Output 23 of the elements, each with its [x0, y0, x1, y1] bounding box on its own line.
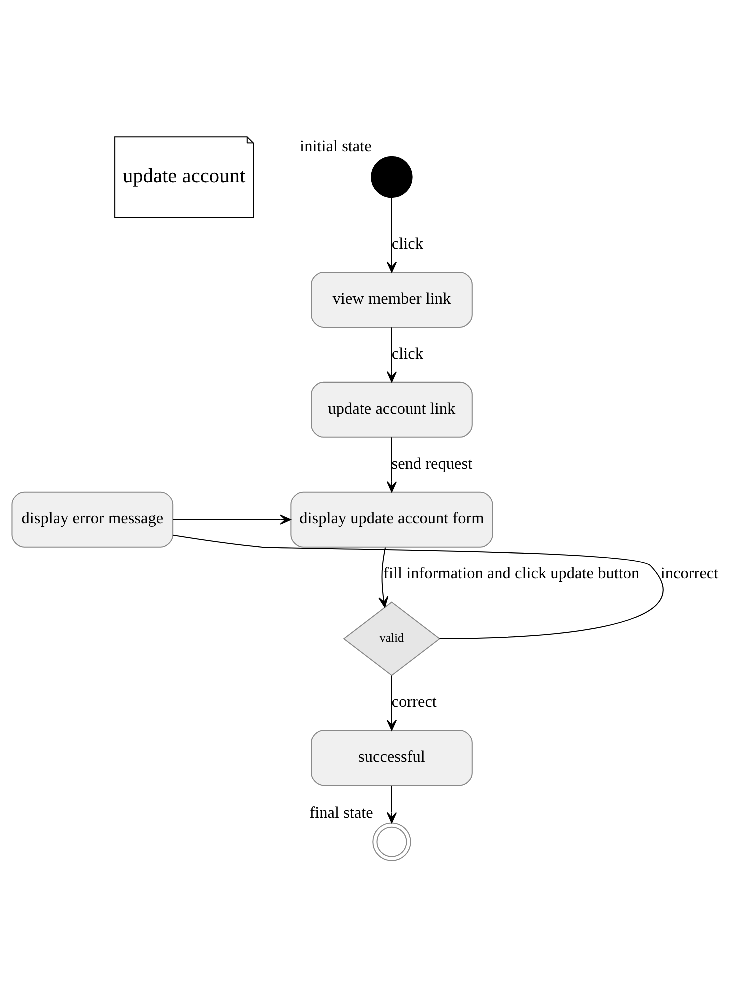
node-diamond: valid: [343, 602, 441, 676]
node-box: display update account form: [290, 492, 494, 548]
edge-label: incorrect: [660, 564, 719, 583]
node-box: update account link: [311, 382, 473, 438]
arrow: [386, 328, 398, 383]
node-label: final state: [310, 802, 374, 822]
node-box: display error message: [12, 492, 174, 548]
connector: [173, 534, 664, 640]
edge-label: click: [392, 344, 424, 363]
node-box: successful: [311, 730, 473, 786]
node-label: initial state: [300, 136, 372, 156]
edge-label: fill information and click update button: [384, 564, 640, 583]
arrow: [386, 786, 398, 824]
edge-label: send request: [392, 454, 473, 473]
node-circle: [371, 156, 413, 198]
arrow: [378, 548, 389, 608]
edge-label: click: [392, 234, 424, 253]
node-box: view member link: [311, 272, 473, 328]
arrow: [386, 198, 398, 273]
arrow: [386, 438, 398, 493]
arrow: [173, 514, 292, 525]
arrow: [386, 676, 398, 731]
node-circle: [372, 822, 412, 862]
